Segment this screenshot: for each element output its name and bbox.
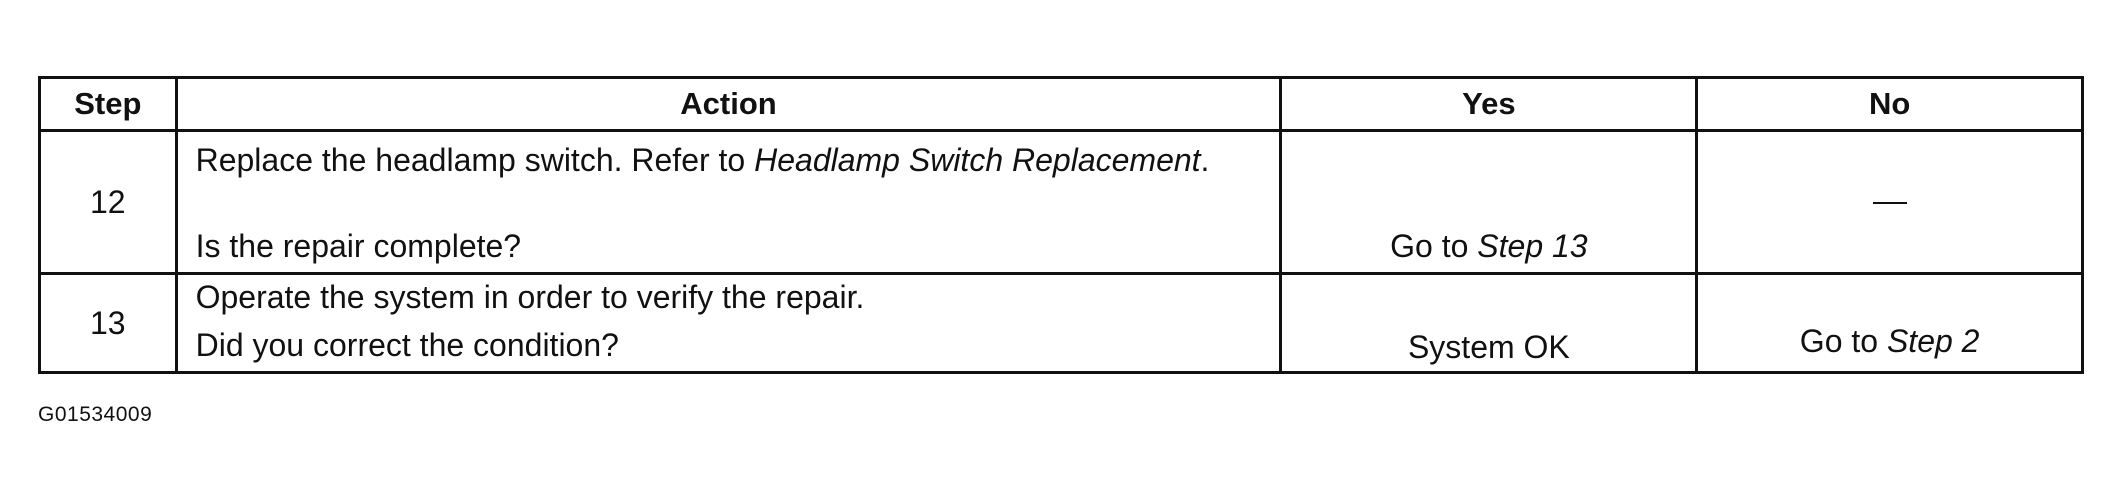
action-cell: Replace the headlamp switch. Refer to He… <box>174 129 1283 275</box>
step-reference: Step 2 <box>1886 323 1980 359</box>
action-cell: Operate the system in order to verify th… <box>174 272 1283 374</box>
no-cell <box>1695 129 2084 275</box>
table-header-row: Step Action Yes No <box>38 76 2084 132</box>
action-question: Is the repair complete? <box>195 228 522 264</box>
action-instruction: Replace the headlamp switch. Refer to He… <box>195 142 1210 178</box>
table-row: 12 Replace the headlamp switch. Refer to… <box>38 129 2084 275</box>
step-number: 13 <box>38 272 178 374</box>
step-number: 12 <box>38 129 178 275</box>
no-cell: Go to Step 2 <box>1695 272 2084 374</box>
no-result: Go to Step 2 <box>1799 323 1980 359</box>
yes-result: Go to Step 13 <box>1390 228 1588 264</box>
diagnostic-table: Step Action Yes No 12 Replace the headla… <box>38 76 2084 374</box>
header-action: Action <box>174 76 1283 132</box>
figure-id: G01534009 <box>38 403 153 426</box>
header-yes: Yes <box>1279 76 1699 132</box>
header-step: Step <box>38 76 178 132</box>
no-result <box>1698 180 2081 220</box>
yes-cell: Go to Step 13 <box>1279 129 1699 275</box>
action-instruction: Operate the system in order to verify th… <box>195 279 865 315</box>
no-result-dash <box>1872 201 1907 204</box>
step-reference: Step 13 <box>1477 228 1588 264</box>
yes-cell: System OK <box>1279 272 1699 374</box>
header-no: No <box>1695 76 2084 132</box>
reference-link: Headlamp Switch Replacement <box>754 142 1201 178</box>
action-question: Did you correct the condition? <box>195 327 619 363</box>
yes-result: System OK <box>1407 329 1570 365</box>
table-row: 13 Operate the system in order to verify… <box>38 272 2084 374</box>
